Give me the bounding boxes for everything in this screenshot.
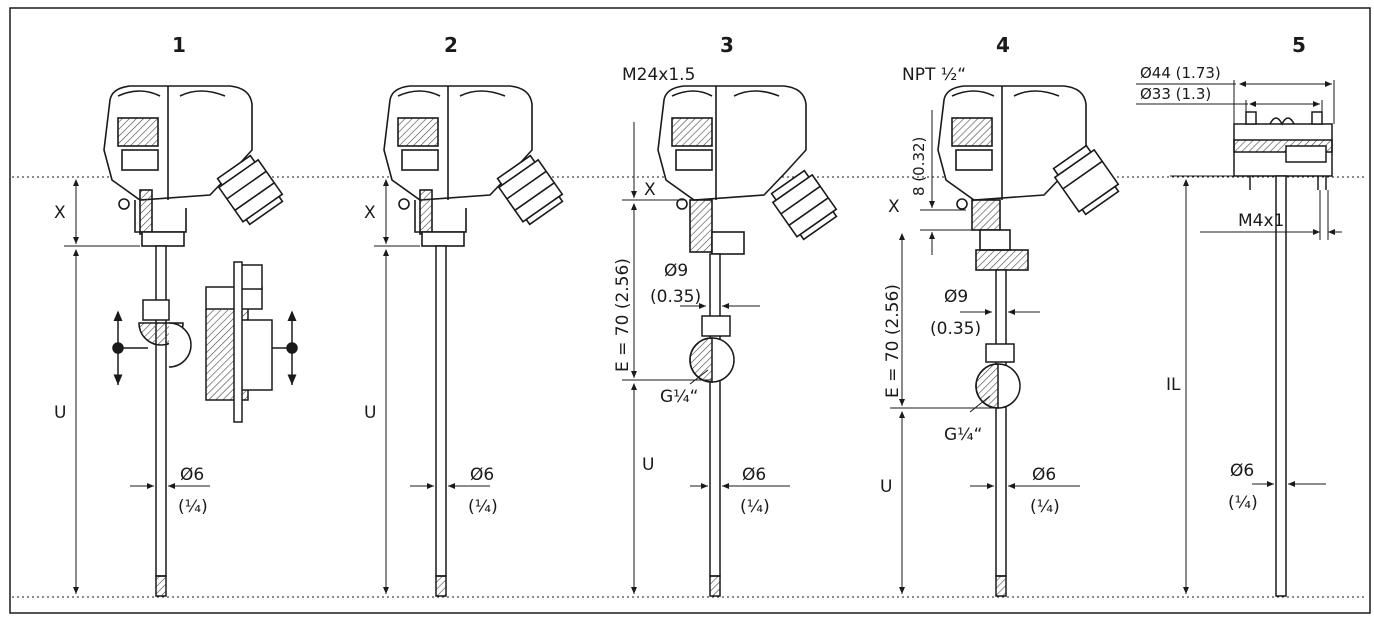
dimensions [1136,80,1342,594]
dimensions [890,110,1080,594]
dia9-label: Ø9 [664,261,688,281]
dim-x-label: X [54,203,66,223]
dim-x-label: X [888,197,900,217]
variant-number: 1 [172,33,186,57]
dim-il-label: IL [1166,375,1181,395]
dia9-inch-label: (0.35) [650,287,701,307]
g-thread-label: G¼“ [944,425,982,445]
diameter-inch-label: (¼) [178,497,208,517]
dim-x-label: X [644,180,656,200]
thread-label: M24x1.5 [622,65,695,85]
dimensions [374,179,490,594]
terminal-head [937,85,1120,271]
variant-2: 2 [364,33,564,597]
g-thread-label: G¼“ [660,387,698,407]
sensor-tube [155,245,167,597]
sensor-tube [435,245,447,597]
diameter-label: Ø6 [742,465,766,485]
diameter-inch-label: (¼) [468,497,498,517]
thread-label: NPT ½“ [902,65,966,85]
terminal-head [383,85,564,247]
dim-u-label: U [880,477,892,497]
diameter-label: Ø6 [470,465,494,485]
diameter-inch-label: (¼) [1030,497,1060,517]
variant-4: 4 NPT ½“ [880,33,1120,597]
variant-number: 4 [996,33,1010,57]
screw-label: M4x1 [1238,211,1284,231]
variant-1: 1 [54,33,298,597]
figure-border [9,7,1371,614]
insert-head [1233,111,1333,190]
compression-fitting [112,261,298,423]
diameter-inch-label: (¼) [740,497,770,517]
terminal-head [103,85,284,247]
dia44-label: Ø44 (1.73) [1140,64,1221,82]
diameter-label: Ø6 [1230,461,1254,481]
dim-u-label: U [54,403,66,423]
variant-number: 2 [444,33,458,57]
variant-number: 3 [720,33,734,57]
dimensions [622,122,790,594]
diameter-label: Ø6 [1032,465,1056,485]
dia9-inch-label: (0.35) [930,319,981,339]
variant-number: 5 [1292,33,1306,57]
sensor-tube [975,269,1021,597]
dim-x-label: X [364,203,376,223]
terminal-head [657,85,838,255]
dim-u-label: U [642,455,654,475]
dim-u-label: U [364,403,376,423]
dim-e-label: E = 70 (2.56) [613,258,633,372]
dim-8-label: 8 (0.32) [910,137,928,196]
dia9-label: Ø9 [944,287,968,307]
diameter-inch-label: (¼) [1228,493,1258,513]
variant-3: 3 M24x1.5 [613,33,838,597]
dimensions [64,179,210,594]
diameter-label: Ø6 [180,465,204,485]
dim-e-label: E = 70 (2.56) [883,284,903,398]
sensor-tube [1275,175,1287,597]
variant-5: 5 [1136,33,1342,597]
dia33-label: Ø33 (1.3) [1140,85,1211,103]
